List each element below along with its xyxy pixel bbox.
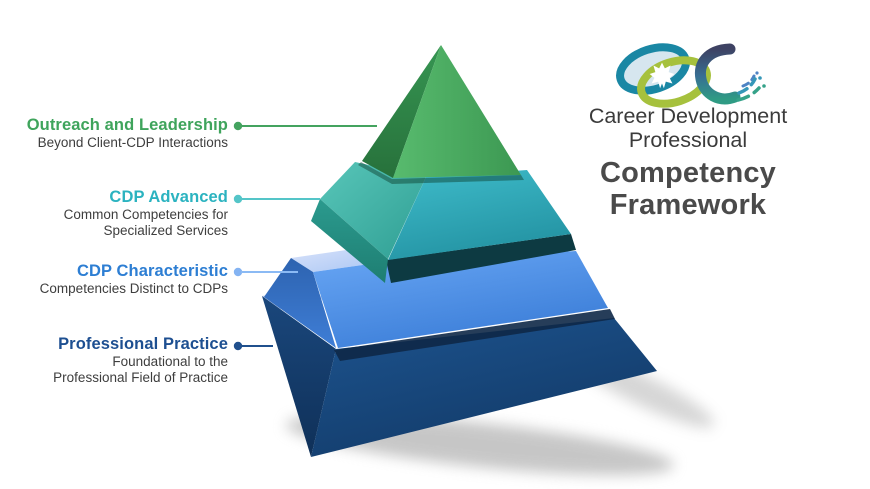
callout-outreach-and-leadership: Outreach and Leadership Beyond Client-CD… [0,115,228,151]
callout-dot-advanced [233,194,243,204]
tier1-base-shadow [358,162,524,184]
tier2-left-face [311,199,388,283]
maple-leaf-icon [649,62,675,89]
logo-marks [616,43,766,108]
tier-cdp-advanced [311,162,576,283]
tier-subtitle-line: Specialized Services [103,223,228,238]
tier3-left-face [264,258,336,348]
tier-title: Professional Practice [58,335,228,353]
callout-cdp-characteristic: CDP Characteristic Competencies Distinct… [0,261,228,297]
callout-dot-practice [233,341,243,351]
swoosh-crescent-icon [694,43,766,105]
tier-subtitle-line: Beyond Client-CDP Interactions [37,135,228,150]
framework-title-line: Framework [609,189,767,221]
tier-title: Outreach and Leadership [26,116,228,134]
tier2-top-face [320,162,426,259]
callout-cdp-advanced: CDP Advanced Common Competencies for Spe… [0,187,228,239]
tier-subtitle-line: Professional Field of Practice [53,370,228,385]
tier-subtitle-line: Competencies Distinct to CDPs [39,281,228,296]
org-name-line: Professional [628,128,748,152]
tier2-front-face [388,170,571,260]
callout-dot-outreach [233,121,243,131]
tier-subtitle-line: Common Competencies for [63,207,228,222]
interlocking-ovals-maple-leaf-icon [616,43,711,108]
tier-title: CDP Advanced [109,188,228,206]
tier1-front-face [393,45,521,178]
tier-title: CDP Characteristic [77,262,228,280]
branding-block: Career Development Professional Competen… [580,104,796,221]
tier2-bottom-shadow [386,234,576,283]
tier-cdp-characteristic [264,248,615,361]
framework-title-line: Competency [599,157,777,189]
tier4-left-face [262,296,336,457]
callout-lines [233,121,377,351]
tier3-front-face [313,251,608,348]
org-name-line: Career Development [588,104,788,128]
tier1-left-face [362,45,441,178]
tier-subtitle-line: Foundational to the [112,354,228,369]
tier-outreach-and-leadership [358,45,524,184]
callout-professional-practice: Professional Practice Foundational to th… [0,334,228,386]
tier3-bottom-shadow [334,309,615,361]
tier4-front-face [311,318,657,457]
callout-dot-characteristic [233,267,243,277]
